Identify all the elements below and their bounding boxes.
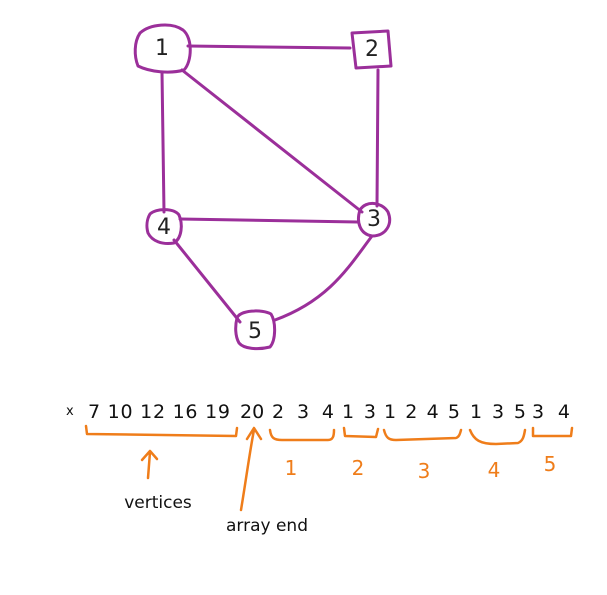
graph-node-1: 1 [133,23,192,74]
braces [84,424,574,446]
array-end-arrow [239,426,263,512]
vertices-caption: vertices [124,493,192,513]
array-vertex-values: 7 10 12 16 19 [88,401,230,423]
edge-3-5 [273,234,374,322]
node-label-5: 5 [248,319,262,344]
array-group-4-values: 1 3 5 [470,401,526,423]
group-labels: 1 2 3 4 5 [285,452,557,483]
brace-group-5 [531,426,574,438]
array-end-annotation: array end [226,426,308,536]
brace-group-3 [382,428,463,442]
array-end-caption: array end [226,516,308,536]
array-group-1-values: 2 3 4 [272,401,334,423]
vertices-arrow [140,449,159,480]
brace-group-1 [268,428,336,442]
edge-1-4 [160,70,166,214]
array-group-5-values: 3 4 [532,401,570,423]
graph-node-2: 2 [350,29,393,70]
brace-vertices [84,424,239,438]
group-label-2: 2 [352,456,365,480]
node-label-1: 1 [155,36,169,61]
graph-node-3: 3 [357,202,392,238]
node-label-4: 4 [157,215,171,240]
graph-node-5: 5 [234,309,277,351]
edge-2-3 [375,68,380,208]
edge-1-3 [180,68,364,214]
edge-4-5 [172,238,242,324]
group-label-5: 5 [544,452,557,476]
group-label-4: 4 [488,458,501,482]
array-group-3-values: 1 2 4 5 [384,401,460,423]
brace-group-2 [342,426,380,439]
array-row: x 7 10 12 16 19 20 2 3 4 1 3 1 2 4 5 1 3… [66,401,570,423]
array-group-2-values: 1 3 [342,401,376,423]
vertices-annotation: vertices [124,449,192,513]
edge-1-2 [186,44,352,50]
group-label-1: 1 [285,456,298,480]
group-label-3: 3 [418,459,431,483]
graph-node-4: 4 [145,208,183,245]
node-label-2: 2 [365,37,379,62]
array-end-value: 20 [240,401,264,423]
array-prefix: x [66,404,74,419]
edge-3-4 [178,217,360,224]
brace-group-4 [468,428,527,446]
node-label-3: 3 [367,207,381,232]
graph-edges [160,44,380,324]
